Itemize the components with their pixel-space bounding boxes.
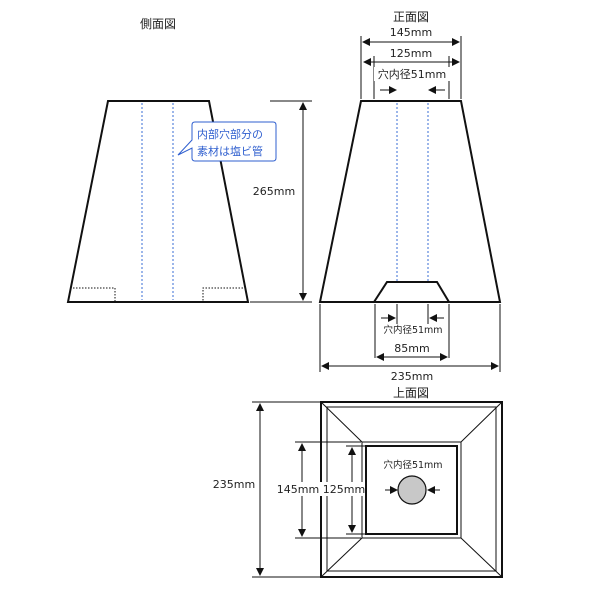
front-outline — [318, 100, 502, 303]
diag-br — [460, 537, 503, 578]
side-view: 内部穴部分の 素材は塩ビ管 — [66, 100, 277, 303]
dim-plan-145-label: 145mm — [277, 483, 319, 496]
dim-85-label: 85mm — [394, 342, 429, 355]
top-view-title: 上面図 — [393, 386, 429, 400]
diag-bl — [320, 537, 363, 578]
hole-top-label: 穴内径51mm — [378, 67, 446, 81]
top-125-square — [365, 445, 458, 535]
diag-tl — [320, 401, 363, 443]
callout-bubble — [177, 121, 277, 162]
dim-125-label: 125mm — [390, 47, 432, 60]
front-base-opening — [373, 281, 450, 303]
dim-plan-235-label: 235mm — [213, 478, 255, 491]
hole-top-label-bg — [374, 67, 450, 81]
height-label: 265mm — [253, 185, 295, 198]
plan-145-label-bg — [276, 482, 322, 496]
top-hole-circle — [397, 475, 427, 505]
hole-bottom-label: 穴内径51mm — [383, 324, 442, 336]
dim-145-label: 145mm — [390, 26, 432, 39]
top-view: 穴内径51mm — [320, 401, 503, 578]
side-notch-left — [73, 287, 116, 302]
front-view — [318, 100, 502, 303]
side-outline — [66, 100, 250, 303]
diag-tr — [460, 401, 503, 443]
plan-125-label-bg — [325, 482, 365, 496]
dim-plan-125-label: 125mm — [323, 483, 365, 496]
plan-235-label-bg — [212, 477, 258, 491]
plan-hole-label: 穴内径51mm — [383, 459, 442, 471]
front-view-title: 正面図 — [393, 10, 429, 24]
side-view-title: 側面図 — [140, 17, 176, 31]
side-notch-right — [202, 287, 243, 302]
callout-line-1: 内部穴部分の — [197, 127, 263, 141]
height-label-bg — [258, 184, 302, 198]
callout-line-2: 素材は塩ビ管 — [197, 144, 263, 158]
dim-235-label: 235mm — [391, 370, 433, 383]
